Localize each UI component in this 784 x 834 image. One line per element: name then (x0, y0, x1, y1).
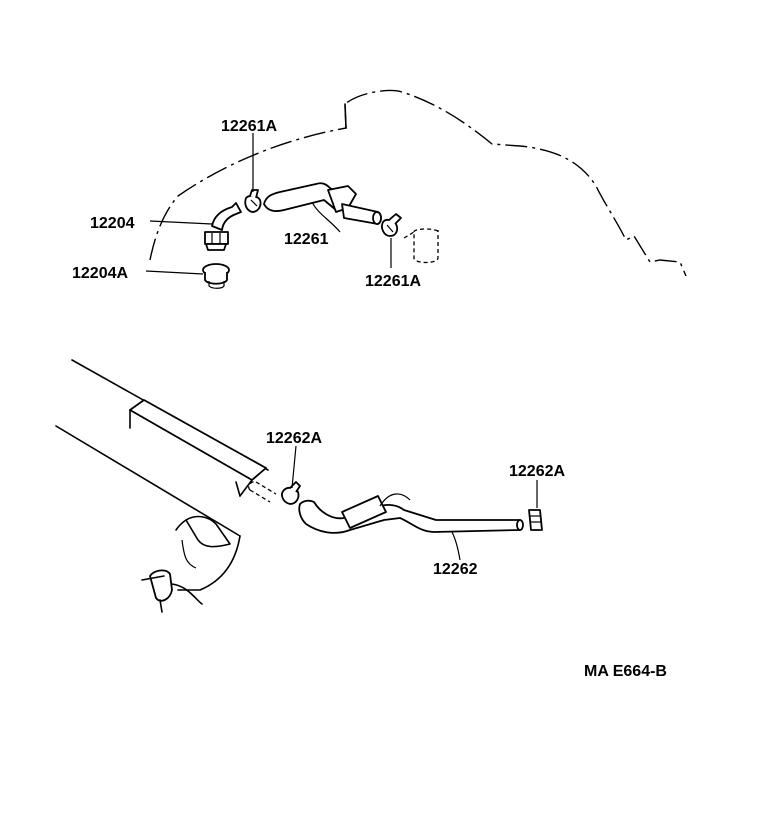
reference-code: MA E664-B (584, 663, 667, 680)
ventilation-hose-12261 (263, 182, 382, 225)
hose-clamp-12261A-right (381, 213, 402, 237)
label-12204: 12204 (90, 215, 135, 232)
lower-leaders (291, 445, 538, 561)
label-12262A-right: 12262A (509, 463, 565, 480)
label-12261A-top: 12261A (221, 118, 277, 135)
tube-outline-dotted (403, 228, 439, 264)
label-12261A-bottom: 12261A (365, 273, 421, 290)
grommet-12204A (202, 263, 230, 289)
hose-clamp-12262A-left (248, 480, 301, 505)
hose-clamp-12261A-left (244, 189, 262, 213)
label-12262: 12262 (433, 561, 478, 578)
label-12262A-left: 12262A (266, 430, 322, 447)
label-12204A: 12204A (72, 265, 128, 282)
hose-clamp-12262A-right (528, 509, 543, 531)
label-12261: 12261 (284, 231, 329, 248)
ventilation-hose-12262 (298, 493, 524, 534)
pcv-valve-12204 (204, 202, 242, 251)
intake-housing-outline (55, 359, 269, 613)
part-labels: 12261A 12204 12204A 12261 12261A 12262A … (72, 118, 667, 680)
upper-leaders (145, 133, 392, 275)
engine-head-outline (149, 89, 687, 277)
